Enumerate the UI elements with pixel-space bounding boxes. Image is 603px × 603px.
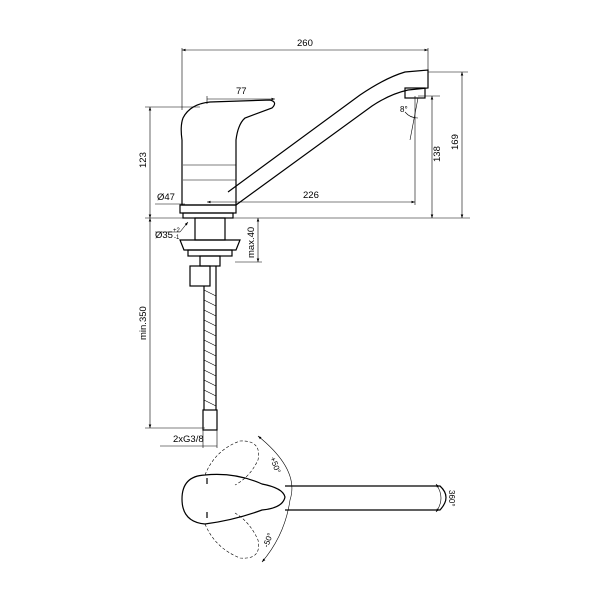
mounting-stud bbox=[194, 217, 226, 241]
dim-138: 138 bbox=[432, 146, 443, 162]
spout-top bbox=[285, 485, 447, 511]
dim-diameter-47: Ø47 bbox=[157, 192, 175, 203]
dim-outlet-angle: 8° bbox=[400, 105, 408, 114]
base-ring bbox=[179, 204, 237, 214]
dim-connection: 2xG3/8 bbox=[173, 434, 204, 445]
dim-diameter-35: Ø35 bbox=[155, 230, 173, 241]
dim-min-350: min.350 bbox=[138, 306, 149, 340]
dim-123: 123 bbox=[138, 152, 149, 168]
lever-body bbox=[180, 99, 276, 206]
dim-77: 77 bbox=[236, 86, 247, 97]
lever-top bbox=[181, 473, 286, 525]
dim-lever-minus: -50° bbox=[261, 532, 275, 549]
lever-position-plus bbox=[204, 440, 259, 486]
dim-169: 169 bbox=[450, 134, 461, 150]
faucet-top-view: +50° -50° 360° bbox=[181, 435, 456, 563]
hose-nut-bottom bbox=[202, 409, 218, 431]
lever-position-minus bbox=[204, 512, 259, 559]
dim-260: 260 bbox=[297, 38, 313, 49]
faucet-side-view bbox=[179, 69, 429, 431]
flex-hose bbox=[203, 266, 217, 410]
dim-rotation: 360° bbox=[447, 490, 456, 507]
hose-nut-top bbox=[189, 265, 211, 287]
spout bbox=[227, 69, 429, 206]
dimensions: 260 77 123 138 169 226 Ø47 Ø35 +2 -1 max… bbox=[138, 38, 470, 448]
dim-tol-plus: +2 bbox=[173, 228, 181, 234]
dim-tol-minus: -1 bbox=[174, 235, 180, 241]
dim-max-40: max.40 bbox=[246, 227, 257, 258]
mounting-flange bbox=[179, 239, 241, 251]
dim-226: 226 bbox=[303, 190, 319, 201]
